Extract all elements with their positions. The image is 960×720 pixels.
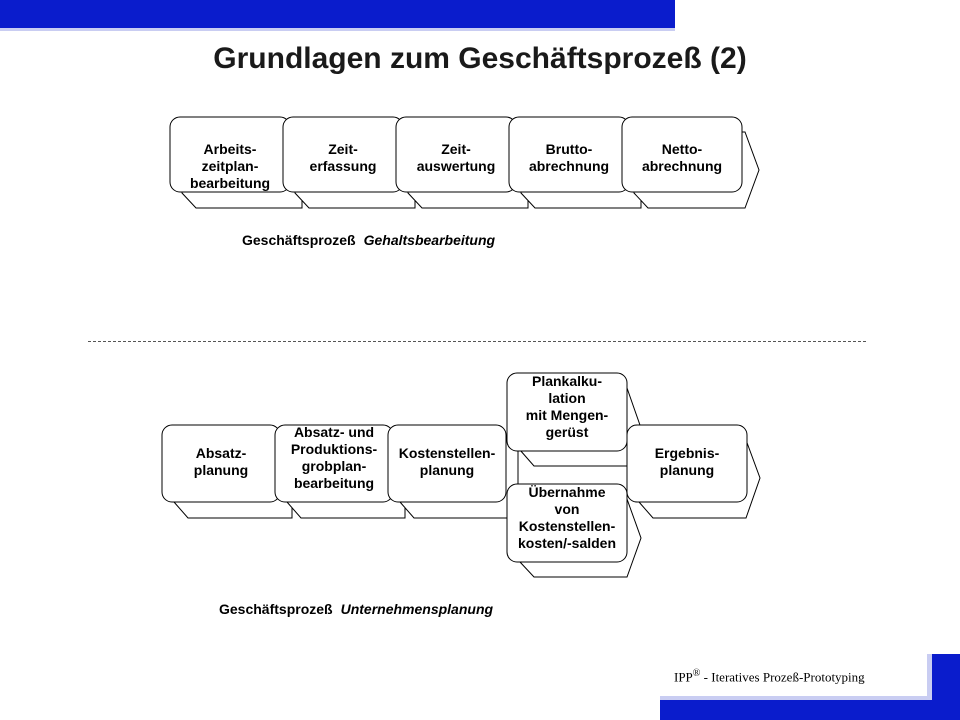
process1-step-1-label: Arbeits-zeitplan-bearbeitung — [190, 141, 270, 191]
process2-step-4-line-1: Plankalku- — [532, 373, 602, 389]
process1-step-1-line-1: Arbeits- — [204, 141, 257, 157]
process1-caption: Geschäftsprozeß Gehaltsbearbeitung — [242, 232, 495, 248]
process2-caption-prefix: Geschäftsprozeß — [219, 601, 333, 617]
process1-step-5-line-2: abrechnung — [642, 158, 722, 174]
corner-accent-shade-vertical — [927, 654, 932, 700]
process1-step-5-line-1: Netto- — [662, 141, 703, 157]
process2-step-2-line-3: grobplan- — [302, 458, 367, 474]
process2-step-1-line-1: Absatz- — [196, 445, 247, 461]
process2-step-3-label: Kostenstellen-planung — [399, 445, 496, 478]
process2-step-4-line-3: mit Mengen- — [526, 407, 609, 423]
process1-step-2-line-2: erfassung — [310, 158, 377, 174]
process1-step-4: Brutto-abrechnung — [508, 116, 642, 209]
process2-step-6: Ergebnis-planung — [626, 424, 761, 519]
process2-step-1-label: Absatz-planung — [194, 445, 248, 478]
corner-accent-horizontal — [660, 700, 960, 720]
process1-step-1-line-3: bearbeitung — [190, 175, 270, 191]
process1-step-2: Zeit-erfassung — [282, 116, 416, 209]
top-accent-bar — [0, 0, 675, 28]
process1-step-4-line-2: abrechnung — [529, 158, 609, 174]
process1-step-5-label: Netto-abrechnung — [642, 141, 722, 174]
top-accent-shadow — [0, 28, 675, 31]
footer-brand: IPP — [674, 669, 693, 685]
process1-step-3-line-2: auswertung — [417, 158, 496, 174]
process2-step-2-line-4: bearbeitung — [294, 475, 374, 491]
process1-step-2-label: Zeit-erfassung — [310, 141, 377, 174]
process2-step-3: Kostenstellen-planung — [387, 424, 519, 519]
process2-step-1-line-2: planung — [194, 462, 248, 478]
process2-step-6-line-2: planung — [660, 462, 714, 478]
process1-step-3: Zeit-auswertung — [395, 116, 529, 209]
process1-step-4-label: Brutto-abrechnung — [529, 141, 609, 174]
registered-symbol: ® — [692, 668, 701, 679]
process1-step-5: Netto-abrechnung — [621, 116, 760, 209]
process2-step-4-line-2: lation — [548, 390, 585, 406]
process2-step-3-line-2: planung — [420, 462, 474, 478]
slide-title: Grundlagen zum Geschäftsprozeß (2) — [213, 42, 747, 75]
process2-step-2-line-1: Absatz- und — [294, 424, 374, 440]
process2-caption-name: Unternehmensplanung — [340, 601, 494, 617]
process1-step-3-label: Zeit-auswertung — [417, 141, 496, 174]
footer: IPP® - Iteratives Prozeß-Prototyping — [674, 668, 865, 685]
process1-step-1-line-2: zeitplan- — [202, 158, 259, 174]
process1-chain: Arbeits-zeitplan-bearbeitung Zeit-erfass… — [169, 116, 760, 209]
process1-step-1: Arbeits-zeitplan-bearbeitung — [169, 116, 303, 209]
process2-step-2-line-2: Produktions- — [291, 441, 378, 457]
process1-step-2-line-1: Zeit- — [328, 141, 358, 157]
process2-step-5-line-2: von — [555, 501, 580, 517]
process2-step-5-line-3: Kostenstellen- — [519, 518, 616, 534]
process2-step-3-line-1: Kostenstellen- — [399, 445, 496, 461]
process2-caption: Geschäftsprozeß Unternehmensplanung — [219, 601, 493, 617]
process1-caption-name: Gehaltsbearbeitung — [363, 232, 496, 248]
corner-accent-shade-horizontal — [660, 696, 932, 700]
process2-step-6-line-1: Ergebnis- — [655, 445, 720, 461]
process2-step-5-line-1: Übernahme — [528, 484, 605, 500]
footer-text: - Iteratives Prozeß-Prototyping — [700, 669, 865, 685]
section-divider — [88, 341, 866, 342]
process1-step-4-line-1: Brutto- — [546, 141, 593, 157]
process2-step-5-line-4: kosten/-salden — [518, 535, 616, 551]
process1-step-3-line-1: Zeit- — [441, 141, 471, 157]
process2-step-1: Absatz-planung — [161, 424, 293, 519]
process2-step-4-line-4: gerüst — [546, 424, 589, 440]
process2-step-6-label: Ergebnis-planung — [655, 445, 720, 478]
process1-caption-prefix: Geschäftsprozeß — [242, 232, 356, 248]
